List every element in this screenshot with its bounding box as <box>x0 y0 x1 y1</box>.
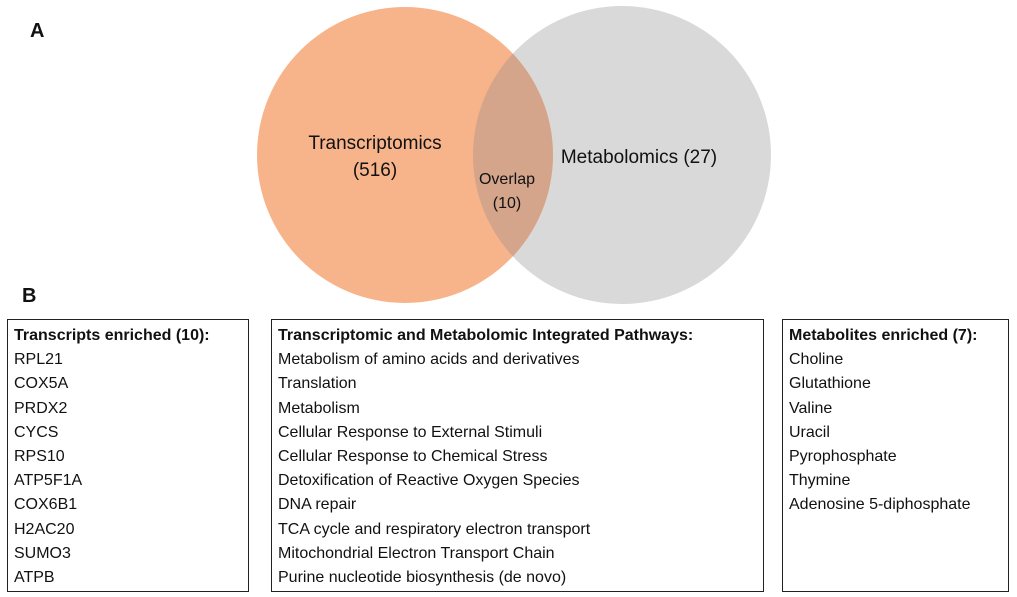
metabolomics-circle <box>473 6 771 304</box>
metabolite-item: Uracil <box>789 423 830 441</box>
transcriptomics-label: Transcriptomics <box>308 133 441 154</box>
transcriptomics-circle <box>257 7 553 303</box>
pathway-item: Cellular Response to External Stimuli <box>278 423 543 441</box>
transcript-item: COX6B1 <box>14 496 78 514</box>
integrated-pathways-box: Transcriptomic and Metabolomic Integrate… <box>271 319 764 592</box>
pathway-item: TCA cycle and respiratory electron trans… <box>278 520 591 538</box>
transcripts-enriched-title: Transcripts enriched (10): <box>14 327 210 344</box>
pathway-item: Mitochondrial Electron Transport Chain <box>278 544 555 562</box>
transcript-item: H2AC20 <box>14 520 75 538</box>
metabolite-item: Thymine <box>789 472 851 490</box>
pathway-item: Detoxification of Reactive Oxygen Specie… <box>278 472 580 490</box>
metabolomics-label: Metabolomics (27) <box>561 147 717 168</box>
pathway-item: Translation <box>278 375 357 393</box>
metabolite-item: Valine <box>789 399 833 417</box>
pathway-item: DNA repair <box>278 496 357 514</box>
transcript-item: RPS10 <box>14 448 65 466</box>
transcript-item: COX5A <box>14 375 69 393</box>
transcript-item: RPL21 <box>14 351 63 369</box>
metabolite-item: Adenosine 5-diphosphate <box>789 496 971 514</box>
panel-label-b: B <box>22 285 37 307</box>
overlap-count: (10) <box>493 195 521 212</box>
transcript-item: ATP5F1A <box>14 472 83 490</box>
pathway-item: Cellular Response to Chemical Stress <box>278 448 548 466</box>
transcript-item: SUMO3 <box>14 544 71 562</box>
metabolites-enriched-title: Metabolites enriched (7): <box>789 327 978 344</box>
pathway-item: Metabolism of amino acids and derivative… <box>278 351 580 369</box>
overlap-label: Overlap <box>479 171 535 188</box>
panel-label-a: A <box>30 20 45 42</box>
transcriptomics-count: (516) <box>353 160 397 181</box>
metabolite-item: Pyrophosphate <box>789 448 897 466</box>
transcript-item: PRDX2 <box>14 399 68 417</box>
transcript-item: ATPB <box>14 569 55 587</box>
pathways-list: Metabolism of amino acids and derivative… <box>278 348 757 590</box>
transcript-item: CYCS <box>14 423 59 441</box>
integrated-pathways-title: Transcriptomic and Metabolomic Integrate… <box>278 327 694 344</box>
venn-diagram: Transcriptomics (516) Metabolomics (27) … <box>257 6 771 304</box>
pathway-item: Purine nucleotide biosynthesis (de novo) <box>278 569 567 587</box>
metabolite-item: Choline <box>789 351 844 369</box>
pathway-item: Metabolism <box>278 399 360 417</box>
metabolite-item: Glutathione <box>789 375 871 393</box>
